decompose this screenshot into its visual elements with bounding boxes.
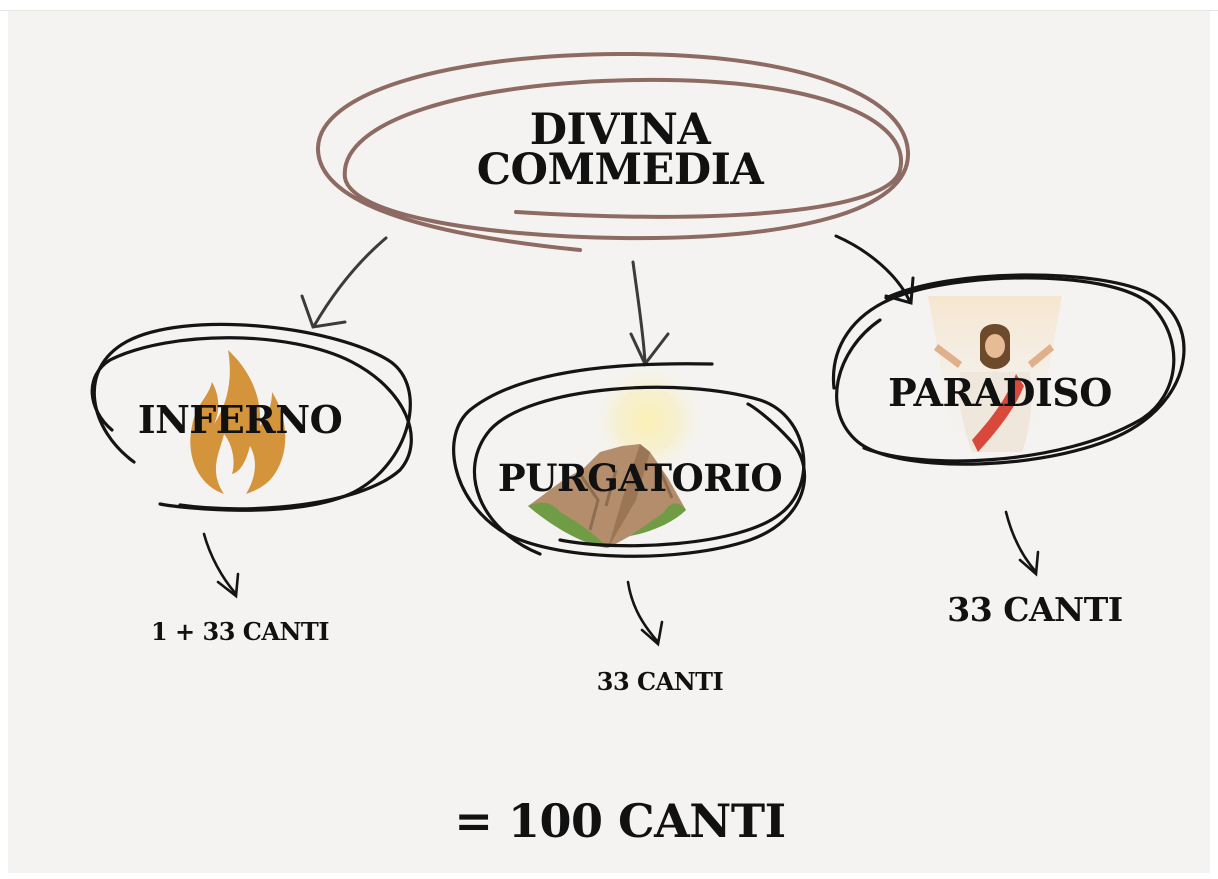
paradiso-scribble xyxy=(831,273,1186,466)
inferno-scribble xyxy=(90,322,413,512)
purgatorio-label: PURGATORIO xyxy=(497,456,783,500)
paradiso-label: PARADISO xyxy=(888,370,1112,415)
inferno-label: INFERNO xyxy=(137,397,343,442)
purgatorio-scribble xyxy=(452,362,806,558)
title-line-2: COMMEDIA xyxy=(476,145,764,195)
arrow-to-paradiso-count xyxy=(1004,510,1040,577)
paradiso-count: 33 CANTI xyxy=(947,590,1123,629)
title: DIVINA COMMEDIA xyxy=(460,105,780,195)
arrow-to-purgatorio xyxy=(629,260,670,367)
arrow-to-inferno xyxy=(300,236,388,329)
arrow-to-purgatorio-count xyxy=(626,580,664,647)
risen-christ-icon xyxy=(928,296,1062,452)
title-line-1: DIVINA xyxy=(529,105,711,155)
title-scribble xyxy=(315,51,911,252)
flame-icon xyxy=(190,350,286,494)
top-strip xyxy=(0,0,1218,11)
purgatorio-count: 33 CANTI xyxy=(596,667,724,696)
total-label: = 100 CANTI xyxy=(454,794,786,848)
mountain-sun-icon xyxy=(528,362,706,548)
arrow-to-inferno-count xyxy=(202,532,240,599)
inferno-count: 1 + 33 CANTI xyxy=(150,617,330,646)
